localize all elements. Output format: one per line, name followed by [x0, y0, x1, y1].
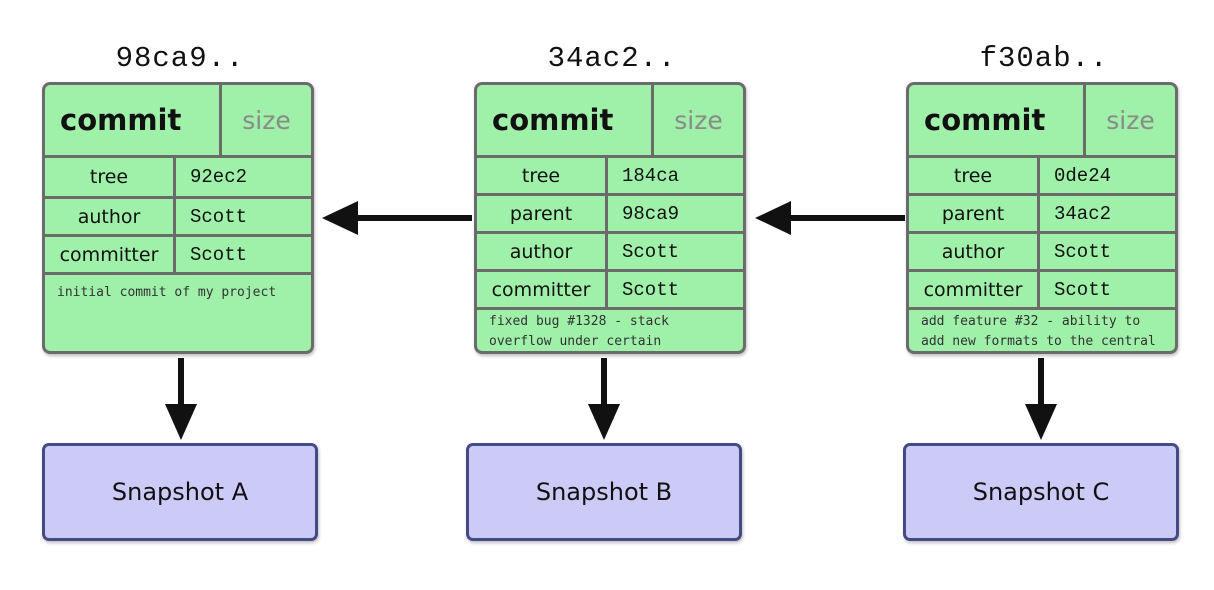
field-row: author Scott: [477, 234, 743, 272]
commit-type-label: commit: [45, 85, 222, 155]
commit-type-label: commit: [477, 85, 654, 155]
field-value: 34ac2: [1054, 202, 1112, 225]
field-value: Scott: [190, 243, 248, 266]
field-value: 0de24: [1054, 164, 1112, 187]
snapshot-box: Snapshot A: [42, 443, 318, 541]
commit-hash-label: 98ca9..: [115, 42, 245, 75]
field-key: tree: [45, 158, 176, 196]
snapshot-arrow-a: [165, 358, 197, 440]
field-key: committer: [45, 237, 176, 272]
commit-size-label: size: [1106, 105, 1155, 135]
commit-object: commit size tree 0de24 parent 34ac2 auth…: [906, 82, 1178, 354]
commit-message: fixed bug #1328 - stack overflow under c…: [489, 314, 670, 349]
field-key: author: [45, 199, 176, 234]
parent-arrow-b-to-a: [322, 201, 472, 235]
field-key: tree: [477, 158, 608, 193]
commit-header: commit size: [477, 85, 743, 158]
field-value: 92ec2: [190, 166, 248, 188]
snapshot-box: Snapshot B: [466, 443, 742, 541]
parent-arrow-c-to-b: [755, 201, 905, 235]
field-value: Scott: [622, 278, 680, 301]
field-key: tree: [909, 158, 1040, 193]
field-row: committer Scott: [45, 237, 311, 275]
field-row: tree 92ec2: [45, 158, 311, 199]
snapshot-arrow-b: [588, 358, 620, 440]
commit-header: commit size: [45, 85, 311, 158]
snapshot-arrow-c: [1025, 358, 1057, 440]
field-row: tree 0de24: [909, 158, 1175, 196]
field-row: parent 98ca9: [477, 196, 743, 234]
field-value: Scott: [1054, 278, 1112, 301]
field-key: parent: [477, 196, 608, 231]
commit-hash-label: 34ac2..: [547, 42, 677, 75]
field-key: parent: [909, 196, 1040, 231]
commit-object: commit size tree 92ec2 author Scott comm…: [42, 82, 314, 354]
snapshot-box: Snapshot C: [903, 443, 1179, 541]
commit-object: commit size tree 184ca parent 98ca9 auth…: [474, 82, 746, 354]
commit-message: add feature #32 - ability to add new for…: [921, 314, 1156, 349]
field-row: committer Scott: [909, 272, 1175, 310]
field-row: author Scott: [45, 199, 311, 237]
commit-hash-label: f30ab..: [979, 42, 1109, 75]
field-value: Scott: [622, 240, 680, 263]
commit-size-label: size: [242, 105, 291, 135]
field-row: committer Scott: [477, 272, 743, 310]
field-key: committer: [909, 272, 1040, 307]
field-value: Scott: [190, 205, 248, 228]
commit-type-label: commit: [909, 85, 1086, 155]
field-value: Scott: [1054, 240, 1112, 263]
field-value: 184ca: [622, 164, 680, 187]
commit-header: commit size: [909, 85, 1175, 158]
commit-size-label: size: [674, 105, 723, 135]
field-row: tree 184ca: [477, 158, 743, 196]
field-key: committer: [477, 272, 608, 307]
field-key: author: [909, 234, 1040, 269]
commit-message: initial commit of my project: [57, 285, 277, 300]
field-value: 98ca9: [622, 202, 680, 225]
field-row: parent 34ac2: [909, 196, 1175, 234]
field-key: author: [477, 234, 608, 269]
field-row: author Scott: [909, 234, 1175, 272]
